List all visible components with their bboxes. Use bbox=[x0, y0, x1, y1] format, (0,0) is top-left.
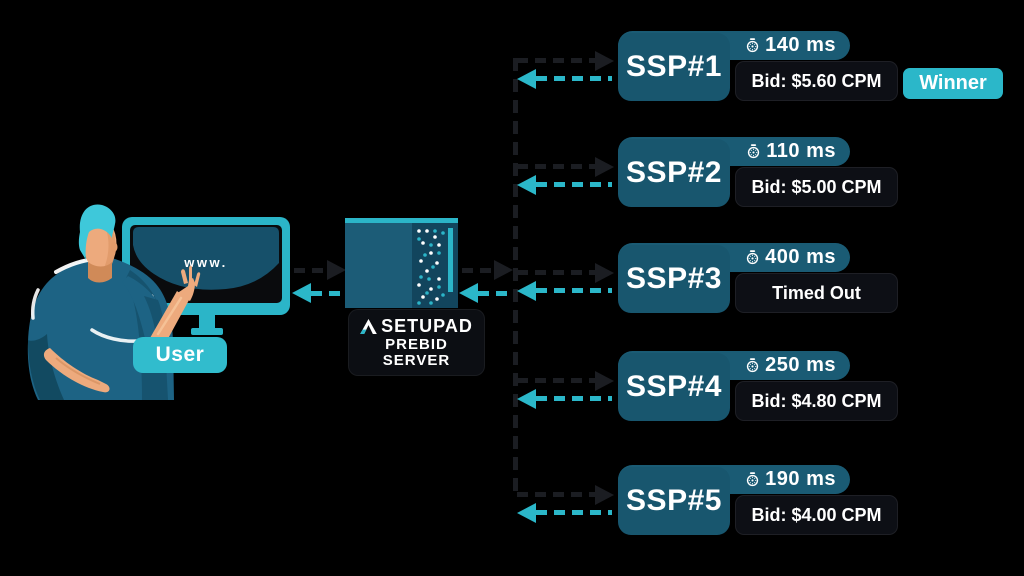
ssp-card-3: SSP#3 bbox=[618, 245, 730, 313]
stopwatch-icon bbox=[747, 358, 759, 373]
user-response-arrow-head-icon bbox=[292, 283, 311, 303]
request-arrow-line-4 bbox=[517, 378, 595, 383]
server-response-arrow-head-icon bbox=[459, 283, 478, 303]
server-line1: PREBID bbox=[385, 336, 448, 353]
request-arrow-head-icon-4 bbox=[595, 371, 614, 391]
server-response-arrow-line bbox=[478, 291, 514, 296]
ssp-name: SSP#1 bbox=[626, 50, 722, 83]
latency-text: 250 ms bbox=[765, 354, 836, 376]
request-arrow-head-icon-5 bbox=[595, 485, 614, 505]
latency-badge-2: 110 ms bbox=[618, 137, 850, 166]
request-arrow-line-1 bbox=[517, 58, 595, 63]
server-top-edge bbox=[345, 218, 458, 223]
latency-badge-3: 400 ms bbox=[618, 243, 850, 272]
ssp-name: SSP#2 bbox=[626, 156, 722, 189]
server-panel bbox=[412, 223, 458, 308]
latency-text: 140 ms bbox=[765, 34, 836, 56]
user-request-arrow-head-icon bbox=[327, 260, 346, 280]
bid-text: Bid: $5.60 CPM bbox=[751, 70, 882, 91]
bid-badge-4: Bid: $4.80 CPM bbox=[735, 381, 898, 421]
ssp-card-1: SSP#1 bbox=[618, 33, 730, 101]
monitor-stand-base bbox=[191, 328, 223, 335]
request-arrow-line-3 bbox=[517, 270, 595, 275]
server-lights-icon bbox=[417, 228, 453, 305]
latency-text: 110 ms bbox=[766, 140, 836, 162]
server-body bbox=[345, 223, 412, 308]
server-request-arrow-head-icon bbox=[494, 260, 513, 280]
user-badge: User bbox=[133, 337, 227, 373]
bid-text: Bid: $4.00 CPM bbox=[751, 504, 882, 525]
server-brand-row: SETUPAD bbox=[360, 316, 473, 337]
bid-text: Bid: $5.00 CPM bbox=[751, 176, 882, 197]
request-arrow-head-icon-3 bbox=[595, 263, 614, 283]
monitor-stand-neck bbox=[199, 314, 215, 329]
request-arrow-line-5 bbox=[517, 492, 595, 497]
request-arrow-head-icon-2 bbox=[595, 157, 614, 177]
monitor-screen: www. bbox=[130, 225, 282, 303]
ssp-card-2: SSP#2 bbox=[618, 139, 730, 207]
latency-badge-1: 140 ms bbox=[618, 31, 850, 60]
latency-badge-4: 250 ms bbox=[618, 351, 850, 380]
response-arrow-line-1 bbox=[536, 76, 612, 81]
request-arrow-line-2 bbox=[517, 164, 595, 169]
winner-label: Winner bbox=[919, 72, 987, 94]
user-badge-label: User bbox=[155, 343, 205, 366]
latency-badge-5: 190 ms bbox=[618, 465, 850, 494]
bid-badge-2: Bid: $5.00 CPM bbox=[735, 167, 898, 207]
ssp-name: SSP#4 bbox=[626, 370, 722, 403]
stopwatch-icon bbox=[747, 38, 759, 53]
server-request-arrow-line bbox=[462, 268, 494, 273]
response-arrow-line-5 bbox=[536, 510, 612, 515]
user-response-arrow-line bbox=[311, 291, 344, 296]
stopwatch-icon bbox=[748, 144, 760, 159]
winner-badge: Winner bbox=[903, 68, 1003, 99]
response-arrow-line-3 bbox=[536, 288, 612, 293]
response-arrow-head-icon-5 bbox=[517, 503, 536, 523]
bid-text: Bid: $4.80 CPM bbox=[751, 390, 882, 411]
response-arrow-line-2 bbox=[536, 182, 612, 187]
server-line2: SERVER bbox=[382, 352, 451, 369]
user-monitor: www. bbox=[122, 217, 290, 315]
bid-badge-5: Bid: $4.00 CPM bbox=[735, 495, 898, 535]
user-request-arrow-line bbox=[294, 268, 327, 273]
response-arrow-head-icon-1 bbox=[517, 69, 536, 89]
response-arrow-line-4 bbox=[536, 396, 612, 401]
response-arrow-head-icon-4 bbox=[517, 389, 536, 409]
response-arrow-head-icon-2 bbox=[517, 175, 536, 195]
fanout-trunk-line bbox=[513, 58, 518, 497]
bid-badge-1: Bid: $5.60 CPM bbox=[735, 61, 898, 101]
ssp-name: SSP#3 bbox=[626, 262, 722, 295]
stopwatch-icon bbox=[747, 250, 759, 265]
ssp-name: SSP#5 bbox=[626, 484, 722, 517]
stopwatch-icon bbox=[747, 472, 759, 487]
bid-badge-3: Timed Out bbox=[735, 273, 898, 313]
setupad-logo-icon bbox=[360, 319, 377, 334]
monitor-url-text: www. bbox=[184, 255, 228, 270]
request-arrow-head-icon-1 bbox=[595, 51, 614, 71]
latency-text: 190 ms bbox=[765, 468, 836, 490]
bid-text: Timed Out bbox=[772, 282, 861, 303]
ssp-card-5: SSP#5 bbox=[618, 467, 730, 535]
server-label-box: SETUPAD PREBID SERVER bbox=[348, 309, 485, 376]
response-arrow-head-icon-3 bbox=[517, 281, 536, 301]
ssp-card-4: SSP#4 bbox=[618, 353, 730, 421]
latency-text: 400 ms bbox=[765, 246, 836, 268]
server-brand-text: SETUPAD bbox=[381, 316, 473, 336]
